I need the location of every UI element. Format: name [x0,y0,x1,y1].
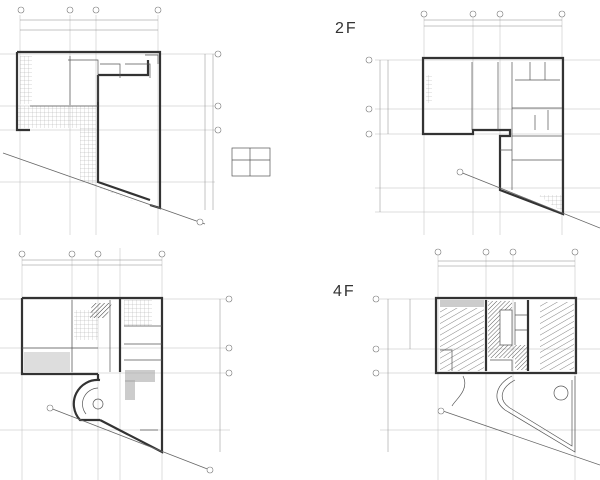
floor-label-4f: 4F [333,283,356,300]
plan-2f [365,10,600,235]
plan-4f [372,248,600,480]
plan-3f [0,248,233,480]
plan-1f [0,6,271,235]
floor-label-2f: 2F [335,20,358,37]
